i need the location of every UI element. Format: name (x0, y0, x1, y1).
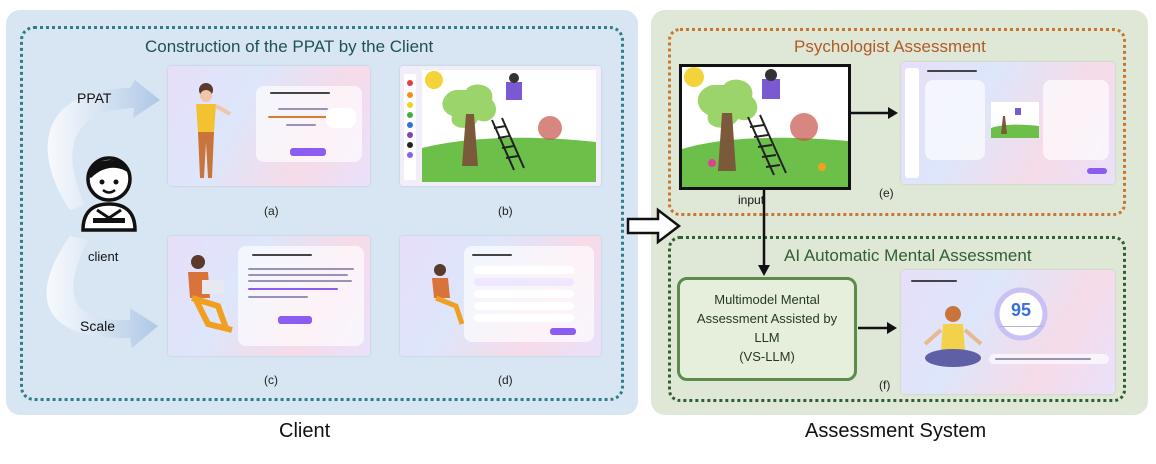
input-label: input (738, 193, 765, 207)
caption-c: (c) (264, 373, 278, 387)
psychologist-assessment-box (668, 28, 1126, 216)
ai-assessment-title: AI Automatic Mental Assessment (784, 246, 1032, 265)
screenshot-statement (400, 236, 601, 356)
model-line-2: Assessment Assisted by (696, 311, 838, 326)
caption-d: (d) (498, 373, 513, 387)
screenshot-expert-evaluation (901, 62, 1115, 184)
model-line-3: LLM (754, 330, 780, 345)
evaluation-drawing-thumbnail (991, 102, 1039, 138)
model-line-1: Multimodel Mental (714, 292, 820, 307)
ppat-construction-box (20, 26, 624, 401)
sitting-character-icon (188, 255, 233, 333)
scale-label: Scale (80, 318, 116, 334)
caption-b: (b) (498, 204, 513, 218)
meditating-character-icon (923, 287, 1048, 367)
client-label: client (88, 249, 119, 264)
caption-e: (e) (879, 186, 894, 200)
screenshot-welcome (168, 66, 370, 186)
ai-assessment-box (668, 236, 1126, 402)
psychologist-assessment-title: Psychologist Assessment (794, 37, 986, 56)
screenshot-drawing-canvas (400, 66, 601, 186)
model-line-4: (VS-LLM) (739, 349, 795, 364)
client-to-system-arrow (626, 207, 682, 245)
house-tree-person-drawing (422, 70, 596, 182)
caption-f: (f) (879, 378, 891, 392)
scale-curved-arrow (46, 236, 158, 348)
vs-llm-model-box (677, 277, 857, 381)
client-footer: Client (279, 420, 331, 442)
ppat-construction-title: Construction of the PPAT by the Client (145, 37, 434, 56)
screenshot-assessment-result: 95 (901, 270, 1115, 394)
input-drawing (679, 64, 851, 190)
character-illustration-icon (196, 83, 231, 178)
screenshot-questions (168, 236, 370, 356)
house-tree-person-drawing-large (682, 67, 848, 187)
vs-llm-model-text: Multimodel Mental Assessment Assisted by… (681, 290, 853, 366)
assessment-score: 95 (1010, 300, 1032, 320)
assessment-system-footer: Assessment System (805, 420, 987, 442)
ppat-curved-arrow (47, 80, 160, 210)
client-avatar-icon (81, 156, 137, 232)
ppat-label: PPAT (77, 90, 112, 106)
sitting-character-small-icon (432, 264, 465, 325)
caption-a: (a) (264, 204, 279, 218)
